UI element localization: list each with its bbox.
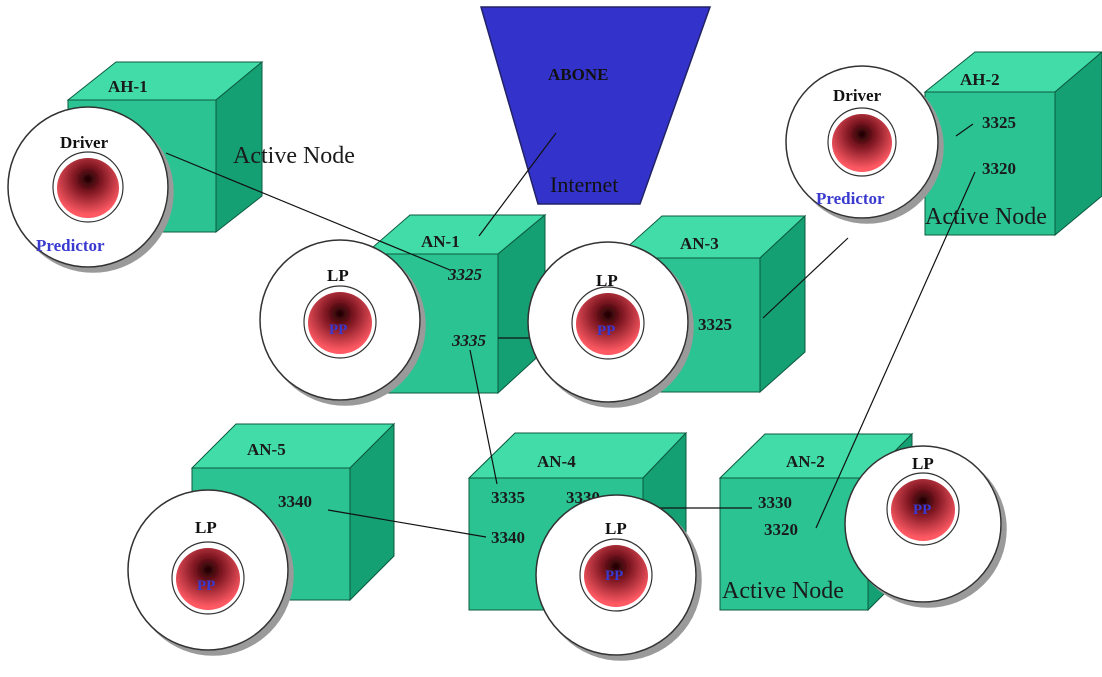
abone-cloud: ABONE Internet bbox=[480, 6, 712, 205]
an2-lp-label: LP bbox=[912, 454, 934, 473]
an1-lp-circle bbox=[259, 239, 421, 401]
an2-label: AN-2 bbox=[786, 452, 825, 471]
link-ah1-an1 bbox=[165, 152, 451, 271]
link-ah2-an2 bbox=[815, 171, 976, 529]
ah1-role: Active Node bbox=[233, 143, 355, 169]
an4-pp-label: PP bbox=[605, 568, 623, 584]
ah2-port-3325: 3325 bbox=[982, 113, 1016, 132]
host-ah2: AH-2 3325 3320 bbox=[923, 51, 1102, 237]
abone-subtitle: Internet bbox=[550, 172, 618, 197]
an1-label: AN-1 bbox=[421, 232, 460, 251]
an3-lp-label: LP bbox=[596, 271, 618, 290]
an2-port-3320: 3320 bbox=[764, 520, 798, 539]
an3-lp-circle bbox=[527, 241, 689, 403]
ah2-role: Active Node bbox=[925, 204, 1047, 230]
an4-port-3340: 3340 bbox=[491, 528, 525, 547]
ah2-driver-label: Driver bbox=[833, 86, 882, 105]
an4-lp-circle bbox=[535, 494, 697, 656]
an1-pp-label: PP bbox=[329, 322, 347, 338]
an2-role: Active Node bbox=[722, 578, 844, 604]
an5-lp-circle bbox=[127, 489, 289, 651]
an1-port-3325: 3325 bbox=[447, 265, 483, 284]
an3-port-3325: 3325 bbox=[698, 315, 732, 334]
an2-port-3330: 3330 bbox=[758, 493, 792, 512]
an1-lp-label: LP bbox=[327, 266, 349, 285]
an4-label: AN-4 bbox=[537, 452, 576, 471]
an4-lp-label: LP bbox=[605, 519, 627, 538]
ah2-predictor-label: Predictor bbox=[816, 189, 885, 208]
ah1-driver-circle bbox=[7, 106, 169, 268]
link-an1-an4 bbox=[469, 349, 498, 485]
ah1-predictor-label: Predictor bbox=[36, 236, 105, 255]
an5-label: AN-5 bbox=[247, 440, 286, 459]
an5-lp-label: LP bbox=[195, 518, 217, 537]
abone-title: ABONE bbox=[548, 65, 608, 84]
connections bbox=[165, 123, 976, 538]
link-abone-an1 bbox=[478, 132, 557, 237]
link-ah2-port bbox=[955, 123, 974, 137]
an2-pp-label: PP bbox=[913, 502, 931, 518]
an1-port-3335: 3335 bbox=[451, 331, 487, 350]
ah2-driver-circle bbox=[785, 65, 939, 219]
link-an3-ah2 bbox=[762, 237, 849, 319]
an5-pp-label: PP bbox=[197, 578, 215, 594]
ah2-label: AH-2 bbox=[960, 70, 1000, 89]
ah2-port-3320: 3320 bbox=[982, 159, 1016, 178]
an2-lp-circle bbox=[844, 445, 1002, 603]
ah1-label: AH-1 bbox=[108, 77, 148, 96]
an4-port-3335: 3335 bbox=[491, 488, 525, 507]
link-an5-an4 bbox=[327, 509, 487, 538]
an3-label: AN-3 bbox=[680, 234, 719, 253]
an5-port-3340: 3340 bbox=[278, 492, 312, 511]
an3-pp-label: PP bbox=[597, 323, 615, 339]
ah1-driver-label: Driver bbox=[60, 133, 109, 152]
